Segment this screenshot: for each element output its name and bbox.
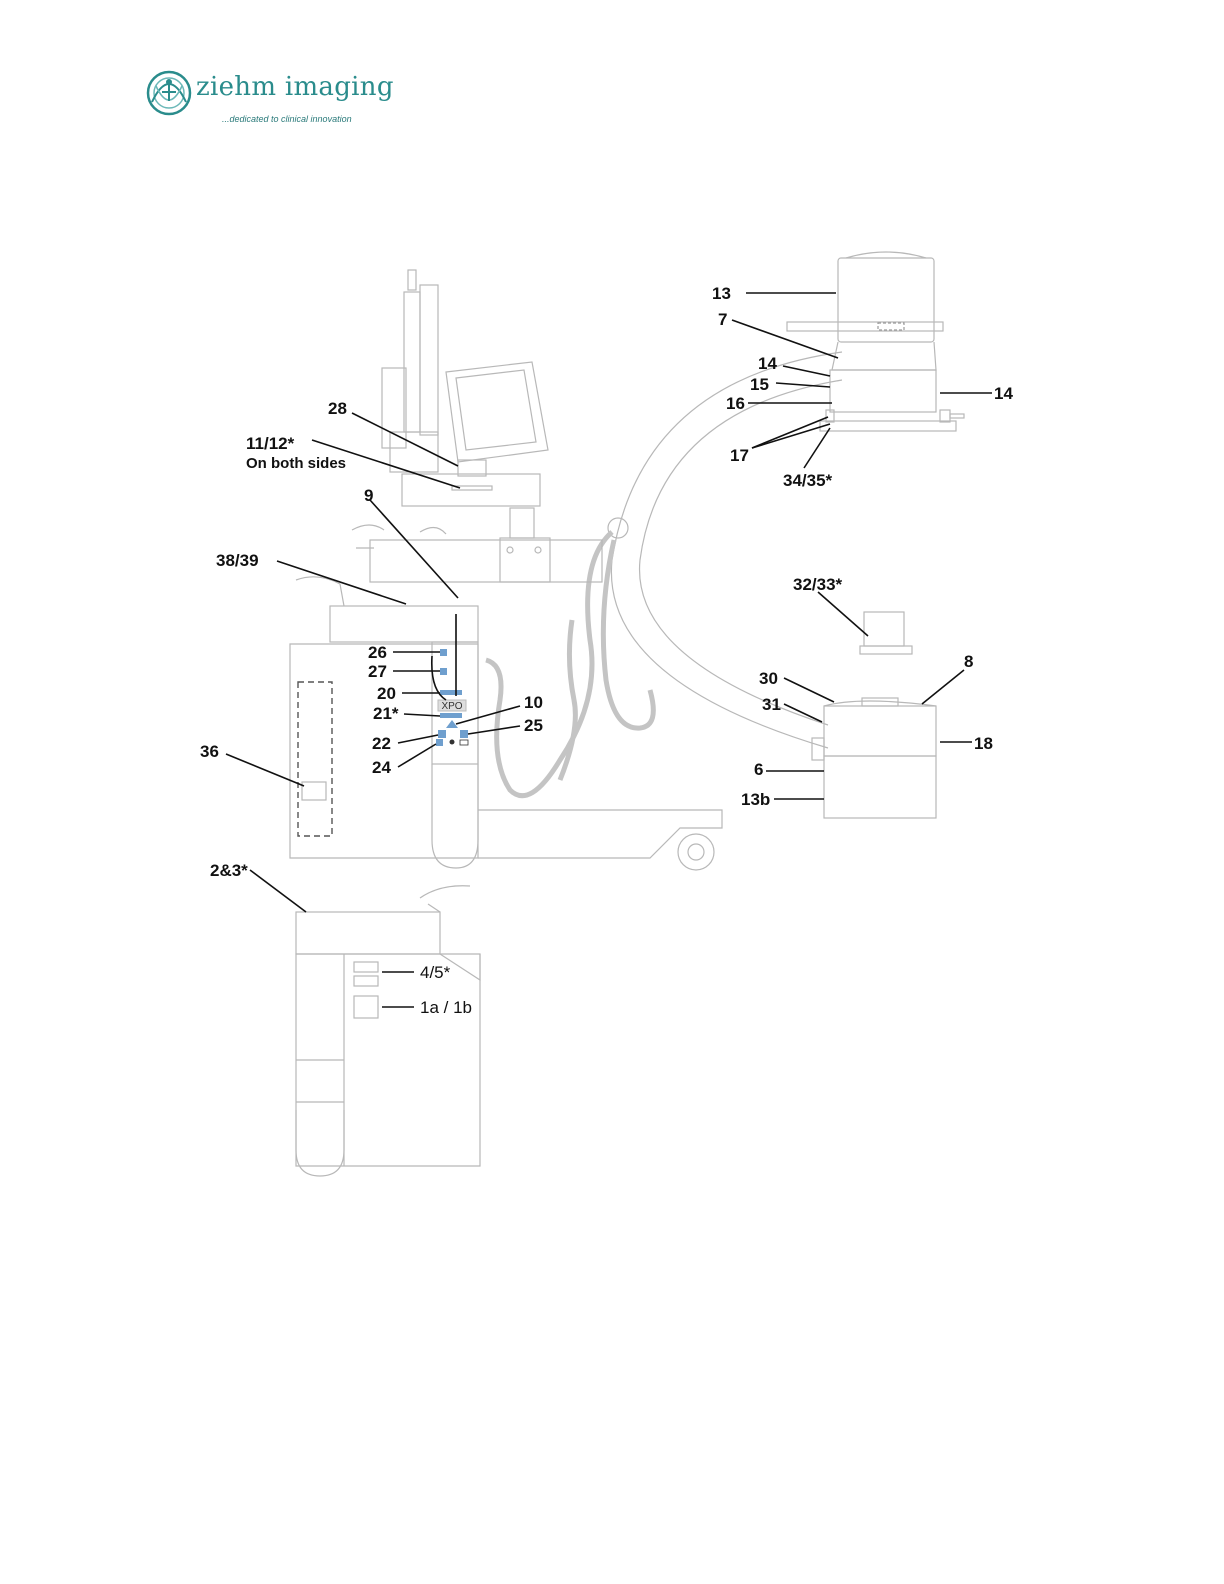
label-1a-1b [354, 996, 378, 1018]
generator-lower [824, 756, 936, 818]
label-4-5-b [354, 976, 378, 986]
indicator-25 [460, 730, 468, 738]
generator-upper [824, 706, 936, 756]
callout-30: 30 [759, 669, 778, 688]
callout-27: 27 [368, 662, 387, 681]
callout-4-5: 4/5* [420, 963, 451, 982]
c-arm-equipment [608, 252, 964, 818]
indicator-22 [438, 730, 446, 738]
callout-26: 26 [368, 643, 387, 662]
callout-18: 18 [974, 734, 993, 753]
callout-10: 10 [524, 693, 543, 712]
callout-36: 36 [200, 742, 219, 761]
callout-14-left: 14 [758, 354, 777, 373]
callout-25: 25 [524, 716, 543, 735]
callout-15: 15 [750, 375, 769, 394]
callout-1a-1b: 1a / 1b [420, 998, 472, 1017]
callout-28: 28 [328, 399, 347, 418]
callout-13: 13 [712, 284, 731, 303]
callout-8: 8 [964, 652, 973, 671]
indicator-21 [440, 713, 462, 718]
callout-13b: 13b [741, 790, 770, 809]
xpo-panel-label: XPO [441, 701, 462, 712]
callout-38-39: 38/39 [216, 551, 259, 570]
callout-14-right: 14 [994, 384, 1013, 403]
image-intensifier-housing [830, 370, 936, 412]
callout-7: 7 [718, 310, 727, 329]
connection-cable [486, 532, 612, 796]
callout-2-3: 2&3* [210, 861, 248, 880]
callout-11-12: 11/12* [246, 434, 295, 453]
laser-bar [787, 322, 943, 331]
callout-9: 9 [364, 486, 373, 505]
label-area-outline [298, 682, 332, 836]
grid-frame [820, 421, 956, 431]
indicator-24 [436, 739, 443, 746]
indicator-20 [440, 690, 462, 695]
indicator-26 [440, 649, 447, 656]
callout-34-35: 34/35* [783, 471, 833, 490]
rear-view-top [296, 912, 440, 954]
indicator-27 [440, 668, 447, 675]
callout-22: 22 [372, 734, 391, 753]
callout-16: 16 [726, 394, 745, 413]
collimator-box [864, 612, 904, 646]
callout-labels: 13 7 14 15 16 14 17 34/35* 28 11/12* On … [200, 284, 1013, 1017]
rear-wheel [678, 834, 714, 870]
monitor-left [420, 285, 438, 435]
callout-11-12-note: On both sides [246, 455, 346, 472]
label-4-5-a [354, 962, 378, 972]
callout-21: 21* [373, 704, 399, 723]
cart-rear-view [296, 886, 480, 1176]
callout-24: 24 [372, 758, 391, 777]
callout-32-33: 32/33* [793, 575, 843, 594]
callout-17: 17 [730, 446, 749, 465]
callout-6: 6 [754, 760, 763, 779]
callout-20: 20 [377, 684, 396, 703]
callout-31: 31 [762, 695, 781, 714]
horizontal-arm [370, 540, 602, 582]
